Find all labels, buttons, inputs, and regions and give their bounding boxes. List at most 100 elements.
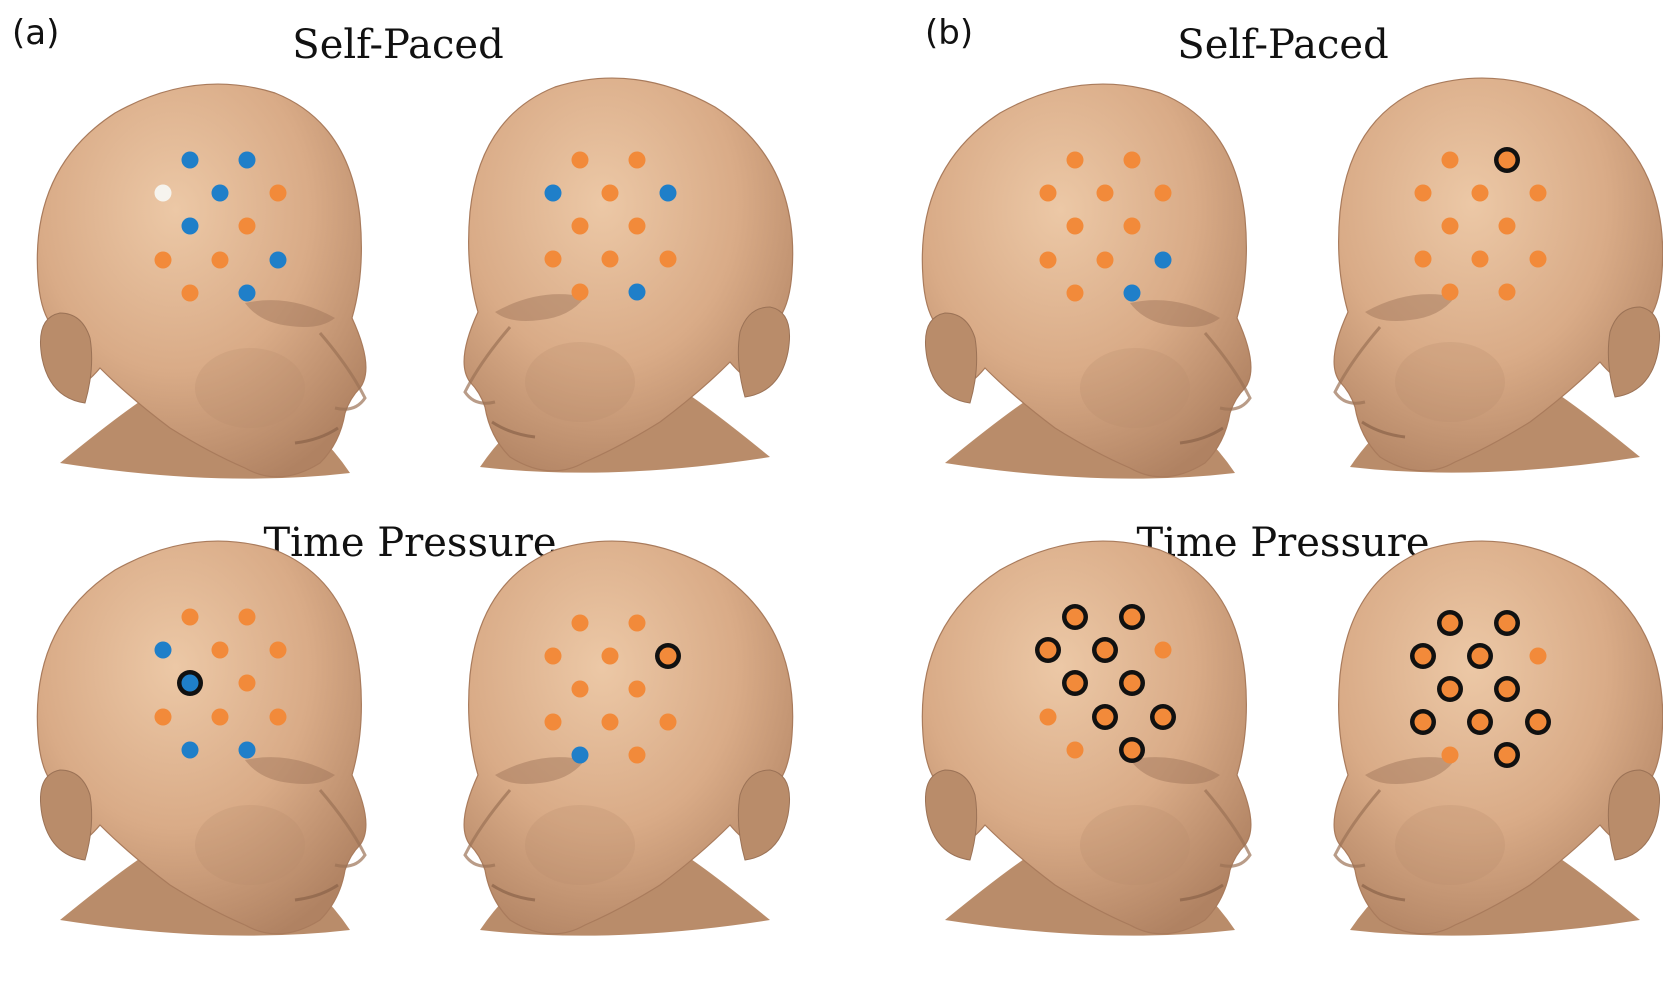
channel-dot-orange — [1067, 285, 1084, 302]
ear-shape — [1608, 307, 1659, 397]
ear-shape — [925, 313, 976, 403]
panel-b-row2-title: Time Pressure — [1136, 520, 1429, 566]
channel-dot-orange — [1155, 642, 1172, 659]
head-shape — [922, 84, 1251, 477]
channel-dot-orange — [212, 709, 229, 726]
channel-dot-orange — [545, 714, 562, 731]
channel-dot-blue — [572, 747, 589, 764]
panel-a-row2-head-left — [37, 541, 366, 936]
panel-a-label: (a) — [12, 13, 59, 53]
channel-dot-orange — [1499, 681, 1516, 698]
channel-dot-orange — [182, 285, 199, 302]
channel-dot-blue — [212, 185, 229, 202]
channel-dot-orange — [1097, 185, 1114, 202]
channel-dot-orange — [182, 609, 199, 626]
channel-dot-orange — [572, 681, 589, 698]
cheek-shade — [1080, 805, 1190, 885]
channel-dot-orange — [1040, 709, 1057, 726]
panel-a-row1-head-left — [37, 84, 366, 479]
channel-dot-blue — [182, 742, 199, 759]
channel-dot-orange — [1415, 251, 1432, 268]
channel-dot-orange — [572, 284, 589, 301]
ear-shape — [40, 770, 91, 860]
head-shape — [1334, 78, 1663, 471]
channel-dot-blue — [1124, 285, 1141, 302]
channel-dot-orange — [629, 747, 646, 764]
channel-dot-orange — [239, 218, 256, 235]
head-silhouette — [922, 541, 1251, 936]
panel-a-row1-title: Self-Paced — [292, 22, 503, 68]
panel-a-row2-head-right — [464, 541, 793, 936]
panel-b-row2-head-left — [922, 541, 1251, 936]
panel-b-row2-head-right — [1334, 541, 1663, 936]
channel-dot-orange — [1442, 218, 1459, 235]
head-shape — [464, 78, 793, 471]
head-silhouette — [37, 541, 366, 936]
channel-dot-white — [155, 185, 172, 202]
channel-dot-orange — [1499, 615, 1516, 632]
channel-dot-orange — [1442, 747, 1459, 764]
cheek-shade — [1080, 348, 1190, 428]
channel-dot-orange — [1472, 648, 1489, 665]
head-silhouette — [1334, 541, 1663, 936]
channel-dot-orange — [1530, 648, 1547, 665]
channel-dot-orange — [545, 251, 562, 268]
ear-shape — [1608, 770, 1659, 860]
channel-dot-orange — [660, 251, 677, 268]
channel-dot-blue — [239, 285, 256, 302]
channel-dot-orange — [1530, 714, 1547, 731]
channel-dot-orange — [270, 709, 287, 726]
cheek-shade — [525, 342, 635, 422]
channel-dot-orange — [212, 642, 229, 659]
channel-dot-orange — [1124, 218, 1141, 235]
channel-dot-orange — [545, 648, 562, 665]
channel-dot-orange — [572, 218, 589, 235]
channel-dot-orange — [1442, 284, 1459, 301]
head-shape — [37, 84, 366, 477]
channel-dot-orange — [629, 681, 646, 698]
channel-dot-blue — [270, 252, 287, 269]
channel-dot-orange — [1499, 747, 1516, 764]
channel-dot-orange — [1040, 185, 1057, 202]
channel-dot-orange — [629, 152, 646, 169]
channel-dot-orange — [1472, 185, 1489, 202]
channel-dot-orange — [270, 642, 287, 659]
channel-dot-orange — [239, 609, 256, 626]
panel-b-row1-head-left — [922, 84, 1251, 479]
channel-dot-orange — [1530, 251, 1547, 268]
ear-shape — [925, 770, 976, 860]
head-silhouette — [1334, 78, 1663, 473]
channel-dot-orange — [1530, 185, 1547, 202]
channel-dot-orange — [1067, 152, 1084, 169]
channel-dot-blue — [545, 185, 562, 202]
channel-dot-blue — [182, 218, 199, 235]
channel-dot-orange — [1040, 252, 1057, 269]
channel-dot-blue — [182, 152, 199, 169]
channel-dot-orange — [602, 185, 619, 202]
channel-dot-orange — [1442, 681, 1459, 698]
channel-dot-orange — [629, 218, 646, 235]
channel-dot-orange — [155, 709, 172, 726]
head-shape — [922, 541, 1251, 934]
channel-dot-orange — [1415, 714, 1432, 731]
head-shape — [37, 541, 366, 934]
channel-dot-orange — [602, 714, 619, 731]
channel-dot-orange — [155, 252, 172, 269]
channel-dot-orange — [1124, 609, 1141, 626]
panel-a: (a) Self-Paced Time Pressure — [12, 13, 793, 936]
cheek-shade — [195, 348, 305, 428]
channel-dot-orange — [239, 675, 256, 692]
head-shape — [1334, 541, 1663, 934]
ear-shape — [738, 770, 789, 860]
channel-dot-orange — [1155, 185, 1172, 202]
channel-dot-blue — [1155, 252, 1172, 269]
channel-dot-orange — [572, 615, 589, 632]
head-shape — [464, 541, 793, 934]
panel-b: (b) Self-Paced Time Pressure — [922, 13, 1662, 936]
channel-dot-orange — [1472, 251, 1489, 268]
channel-dot-orange — [1040, 642, 1057, 659]
channel-dot-orange — [1415, 648, 1432, 665]
channel-dot-orange — [660, 714, 677, 731]
channel-dot-orange — [1415, 185, 1432, 202]
ear-shape — [738, 307, 789, 397]
